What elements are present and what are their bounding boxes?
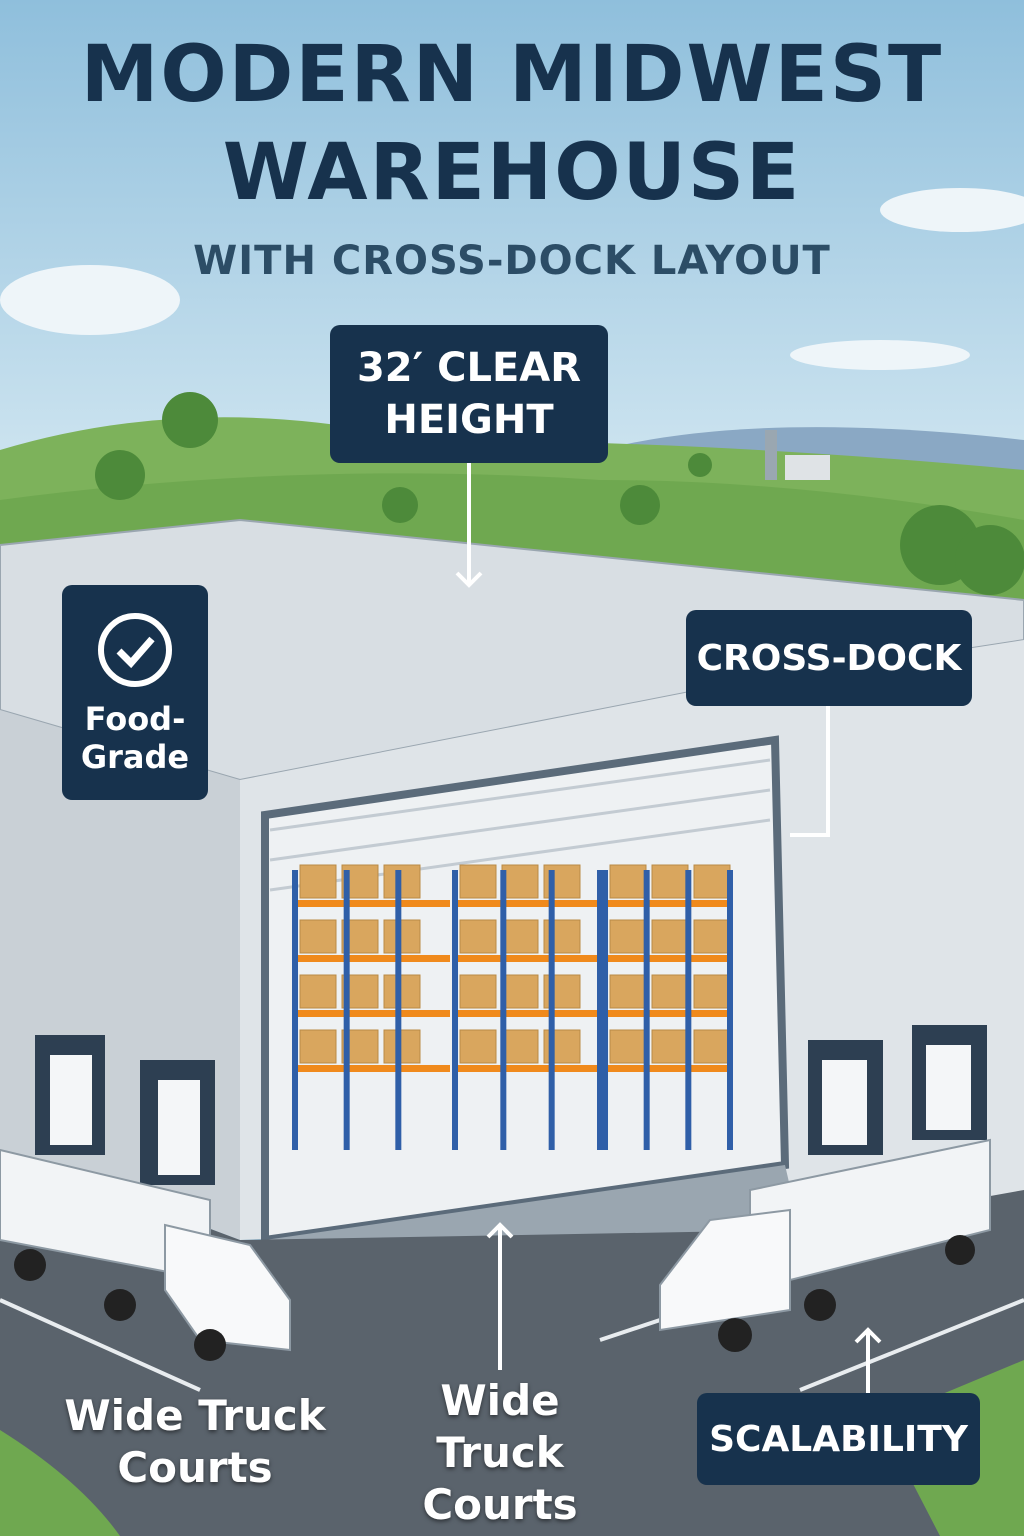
callout-cross-dock: CROSS-DOCK: [686, 610, 972, 706]
callout-truck-courts-center: Wide Truck Courts: [422, 1376, 578, 1529]
rack-beam: [295, 1010, 450, 1017]
cargo-box: [693, 1029, 731, 1064]
rack-upright: [685, 870, 692, 1150]
cargo-box: [693, 974, 731, 1009]
truck-left: [0, 1148, 291, 1361]
rack-upright: [602, 870, 608, 1150]
cargo-box: [299, 864, 337, 899]
rack-upright: [343, 870, 350, 1150]
rack-upright: [292, 870, 298, 1150]
cargo-box: [459, 919, 497, 954]
rack-beam: [605, 955, 730, 962]
cloud: [880, 188, 1024, 232]
cargo-box: [501, 974, 539, 1009]
rack-beam: [455, 900, 600, 907]
rack-beam: [455, 955, 600, 962]
cargo-box: [383, 919, 421, 954]
callout-clear-height: 32′ CLEAR HEIGHT: [330, 325, 608, 463]
rack-upright: [727, 870, 733, 1150]
callout-food-grade: Food-Grade: [62, 585, 208, 800]
cargo-box: [383, 974, 421, 1009]
rack-beam: [295, 900, 450, 907]
cargo-box: [299, 919, 337, 954]
trees: [95, 392, 1024, 595]
cargo-box: [501, 864, 539, 899]
rack-upright: [643, 870, 650, 1150]
cloud: [0, 265, 180, 335]
cargo-box: [609, 974, 647, 1009]
cargo-box: [299, 974, 337, 1009]
subtitle: WITH CROSS-DOCK LAYOUT: [193, 238, 831, 284]
rack-beam: [605, 900, 730, 907]
food-grade-text: Food-Grade: [80, 699, 190, 776]
callout-scalability: SCALABILITY: [697, 1393, 980, 1485]
silo: [765, 430, 777, 480]
cargo-box: [693, 919, 731, 954]
cargo-box: [501, 1029, 539, 1064]
cargo-box: [383, 864, 421, 899]
rack-beam: [455, 1065, 600, 1072]
farmhouse: [785, 455, 830, 480]
cargo-box: [299, 1029, 337, 1064]
cargo-box: [651, 919, 689, 954]
rack-upright: [500, 870, 507, 1150]
pallet-racks: [292, 864, 733, 1150]
rack-upright: [395, 870, 402, 1150]
cargo-box: [609, 1029, 647, 1064]
rack-beam: [295, 1065, 450, 1072]
title-line-2: WAREHOUSE: [222, 128, 802, 218]
rack-upright: [548, 870, 555, 1150]
cargo-box: [459, 1029, 497, 1064]
truck-right: [659, 1138, 991, 1352]
rack-beam: [605, 1065, 730, 1072]
rack-upright: [597, 870, 603, 1150]
check-circle-icon: [98, 612, 172, 687]
cargo-box: [609, 919, 647, 954]
rack-beam: [455, 1010, 600, 1017]
cargo-box: [651, 1029, 689, 1064]
cargo-box: [383, 1029, 421, 1064]
cloud: [790, 340, 970, 370]
callout-truck-courts-left: Wide Truck Courts: [64, 1391, 326, 1492]
rack-beam: [605, 1010, 730, 1017]
cargo-box: [651, 974, 689, 1009]
title-line-1: MODERN MIDWEST: [80, 30, 944, 120]
cargo-box: [459, 974, 497, 1009]
cargo-box: [693, 864, 731, 899]
rack-beam: [295, 955, 450, 962]
cargo-box: [501, 919, 539, 954]
rack-upright: [452, 870, 458, 1150]
cargo-box: [459, 864, 497, 899]
cargo-box: [651, 864, 689, 899]
cargo-box: [609, 864, 647, 899]
callout-arrows: [455, 463, 882, 1393]
